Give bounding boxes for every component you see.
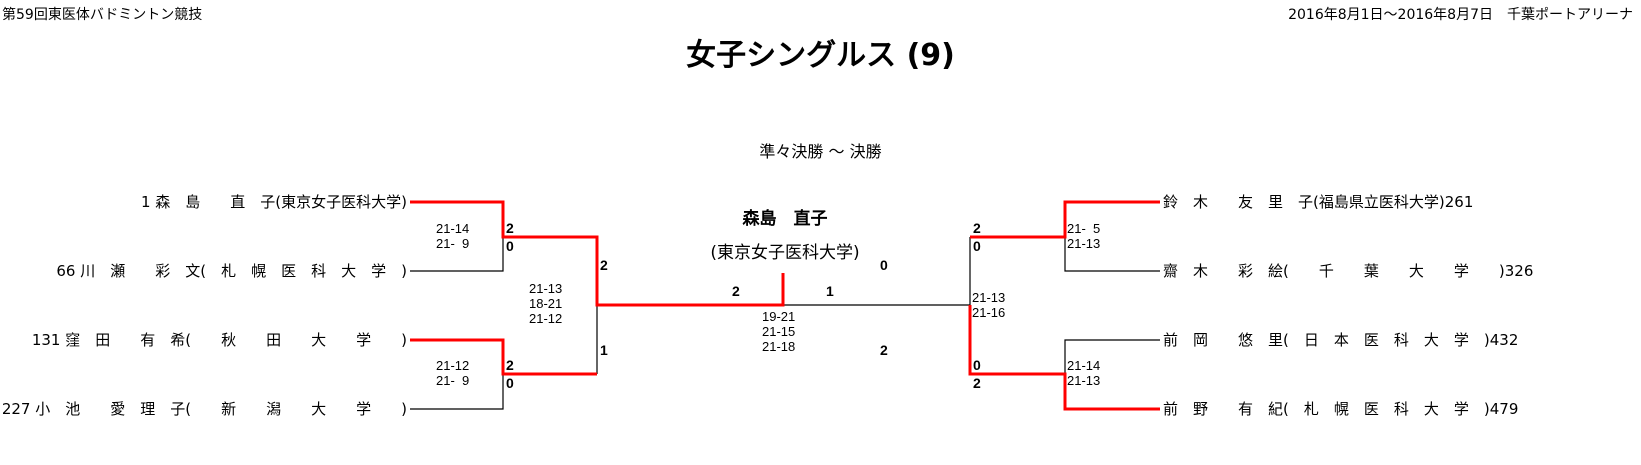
games-rqf2-top: 0 xyxy=(973,357,981,373)
games-lqf1-top: 2 xyxy=(506,220,514,236)
score-lqf2: 21-12 21- 9 xyxy=(436,358,470,388)
right-player-3: 前 岡 悠 里( 日 本 医 科 大 学 )432 xyxy=(1163,331,1519,349)
right-player-2: 齋 木 彩 絵( 千 葉 大 学 )326 xyxy=(1163,262,1534,280)
games-rqf1-bottom: 0 xyxy=(973,238,981,254)
games-lsf-bottom: 1 xyxy=(600,342,608,358)
round-subtitle: 準々決勝 ～ 決勝 xyxy=(759,142,882,161)
event-name: 第59回東医体バドミントン競技 xyxy=(2,7,203,23)
dates-venue: 2016年8月1日～2016年8月7日 千葉ポートアリーナ xyxy=(1288,7,1633,23)
games-rqf2-bottom: 2 xyxy=(973,375,981,391)
right-player-4: 前 野 有 紀( 札 幌 医 科 大 学 )479 xyxy=(1163,400,1519,418)
champion-school: (東京女子医科大学) xyxy=(710,243,860,263)
score-lqf1: 21-14 21- 9 xyxy=(436,221,470,251)
games-rqf1-top: 2 xyxy=(973,220,981,236)
games-final-left: 2 xyxy=(732,283,740,299)
score-final: 19-21 21-15 21-18 xyxy=(762,309,796,354)
left-player-4: 227 小 池 愛 理 子( 新 潟 大 学 ) xyxy=(1,400,407,418)
games-lqf1-bottom: 0 xyxy=(506,238,514,254)
score-rqf2: 21-14 21-13 xyxy=(1067,358,1101,388)
left-player-2: 66 川 瀬 彩 文( 札 幌 医 科 大 学 ) xyxy=(56,262,407,280)
score-rsf: 21-13 21-16 xyxy=(972,290,1006,320)
score-rqf1: 21- 5 21-13 xyxy=(1067,221,1101,251)
games-lqf2-bottom: 0 xyxy=(506,375,514,391)
left-player-1: 1 森 島 直 子(東京女子医科大学) xyxy=(140,193,407,211)
games-rsf-bottom: 2 xyxy=(880,342,888,358)
champion-name: 森島 直子 xyxy=(742,209,828,229)
page-title: 女子シングルス (9) xyxy=(686,38,955,73)
games-final-right: 1 xyxy=(826,283,834,299)
right-player-1: 鈴 木 友 里 子(福島県立医科大学)261 xyxy=(1163,193,1474,211)
games-lsf-top: 2 xyxy=(600,257,608,273)
left-player-3: 131 窪 田 有 希( 秋 田 大 学 ) xyxy=(31,331,407,349)
score-lsf: 21-13 18-21 21-12 xyxy=(529,281,563,326)
games-lqf2-top: 2 xyxy=(506,357,514,373)
games-rsf-top: 0 xyxy=(880,257,888,273)
